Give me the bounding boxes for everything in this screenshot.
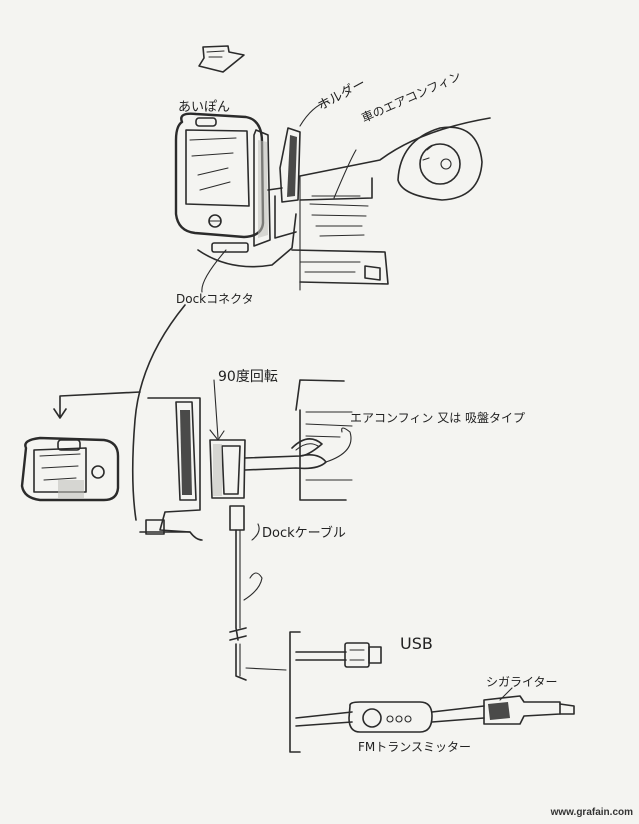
vent-clip-sketch	[244, 438, 327, 471]
watermark: www.grafain.com	[550, 807, 633, 818]
dashboard-sketch	[295, 379, 347, 501]
usb-plug-sketch	[295, 642, 382, 668]
vent-callout-line	[325, 427, 352, 463]
label-vent-or-suction: エアコンフィン 又は 吸盤タイプ	[350, 411, 526, 425]
car-vent-callout-line	[333, 149, 357, 199]
label-rotate: 90度回転	[218, 369, 278, 385]
label-cigar-lighter: シガライター	[486, 675, 558, 689]
down-arrow-icon	[198, 45, 245, 73]
dock-connector-callout	[131, 249, 227, 521]
rotate-marker	[209, 379, 225, 441]
dashboard-louvers	[305, 411, 353, 481]
label-dock-connector: Dockコネクタ	[176, 292, 254, 306]
car-vent-sketch	[291, 117, 491, 291]
phone-sketch-rotated	[20, 436, 120, 502]
fm-transmitter-sketch	[295, 701, 485, 733]
dock-cable-sketch	[229, 505, 263, 681]
cigar-lighter-plug-sketch	[483, 687, 575, 725]
split-bracket	[245, 631, 301, 753]
holder-sketch-middle	[139, 397, 246, 541]
label-usb: USB	[400, 634, 433, 653]
holder-callout-line	[299, 100, 329, 127]
phone-sketch-top	[174, 112, 265, 239]
label-ipod: あいぽん	[178, 100, 231, 115]
holder-sketch-top	[197, 127, 301, 268]
label-dock-cable: Dockケーブル	[262, 526, 346, 541]
label-fm-transmitter: FMトランスミッター	[358, 740, 472, 754]
arrow-left-icon	[53, 391, 141, 419]
